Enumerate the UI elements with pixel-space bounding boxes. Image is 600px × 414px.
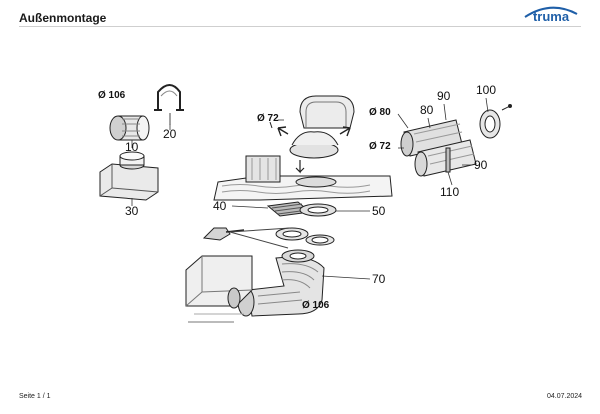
diameter-106-bottom: Ø 106	[302, 300, 330, 311]
header-divider	[19, 26, 581, 27]
part-70-hose	[237, 249, 325, 317]
callout-110: 110	[440, 185, 460, 199]
callout-30: 30	[125, 204, 139, 218]
callout-80: 80	[420, 103, 434, 117]
diameter-106-top: Ø 106	[98, 90, 126, 101]
callout-70: 70	[372, 272, 386, 286]
leader-lines	[131, 97, 489, 280]
svg-text:truma: truma	[533, 9, 570, 24]
roof-cowl	[269, 95, 355, 174]
callout-90-top: 90	[437, 89, 451, 103]
pipe-assembly-right	[400, 104, 512, 177]
diameter-80: Ø 80	[369, 107, 391, 118]
tool	[202, 227, 291, 249]
truma-logo: truma	[524, 6, 578, 24]
print-date: 04.07.2024	[547, 393, 583, 400]
callout-10: 10	[125, 140, 139, 154]
diameter-72-pipe: Ø 72	[369, 141, 391, 152]
part-10-pipe	[109, 115, 150, 141]
roof-section	[213, 155, 393, 201]
callout-90-bottom: 90	[474, 158, 488, 172]
callout-100: 100	[476, 83, 497, 97]
callout-40: 40	[213, 199, 227, 213]
part-50-rings	[275, 203, 337, 246]
diameter-72-cowl: Ø 72	[257, 113, 279, 124]
part-20-clip	[154, 84, 184, 125]
callout-50: 50	[372, 204, 386, 218]
part-30-adapter	[99, 151, 159, 201]
page-number: Seite 1 / 1	[19, 393, 51, 400]
callout-20: 20	[163, 127, 177, 141]
page-title: Außenmontage	[19, 11, 107, 25]
heater-body	[185, 255, 253, 323]
